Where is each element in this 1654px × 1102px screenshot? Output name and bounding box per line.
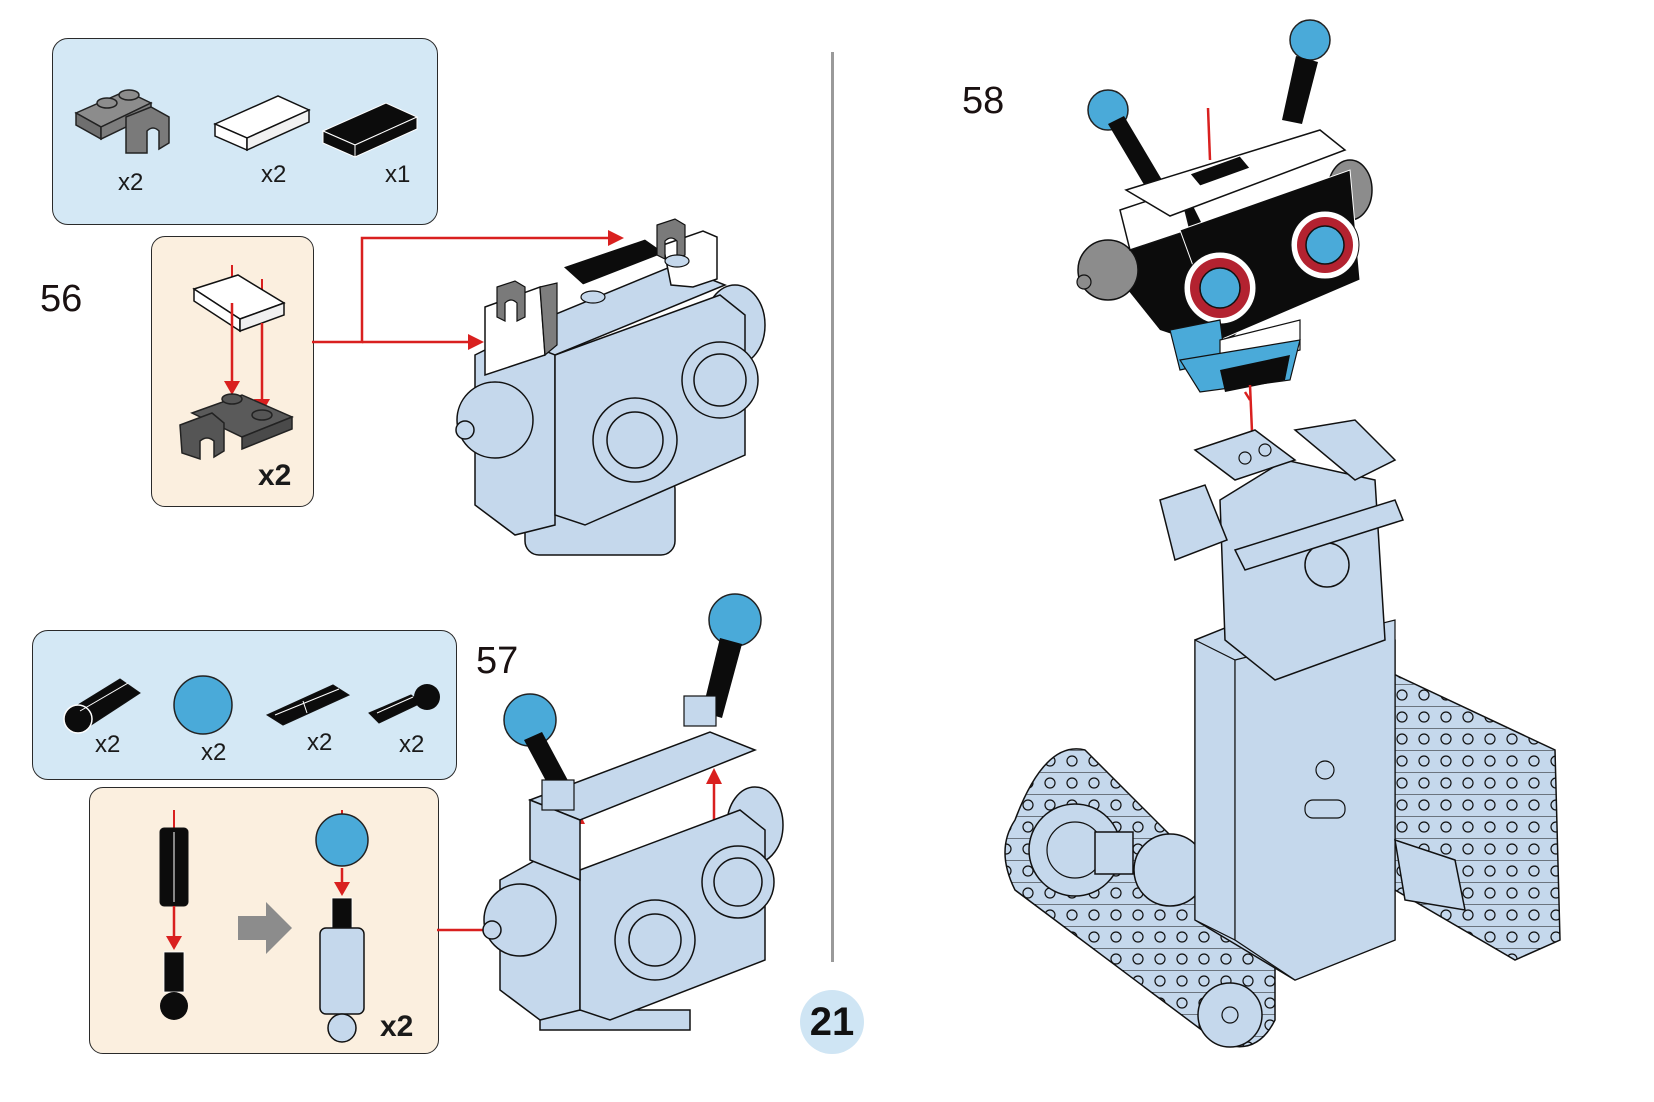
step-56-robot-head-model: [455, 218, 766, 556]
black-axle-pin-icon: [265, 684, 351, 726]
black-axle-connector-icon: [63, 678, 141, 734]
step-number-58: 58: [962, 80, 1005, 122]
page-divider: [831, 52, 834, 962]
step-58-robot-head-model: [1076, 19, 1373, 401]
sub-assembly-diagram: [179, 265, 294, 461]
part-qty: x2: [261, 161, 287, 188]
gray-next-arrow-icon: [238, 902, 292, 954]
step-57-sub-assembly: x2: [89, 787, 439, 1054]
step-number-56: 56: [40, 278, 83, 320]
step-56-connector-arrows: [312, 230, 624, 350]
step-number-57: 57: [476, 640, 519, 682]
step-57-robot-head-model: [482, 593, 784, 1031]
part-qty: x1: [385, 161, 411, 188]
step-57-parts-box: x2 x2 x2 x2: [32, 630, 457, 780]
blue-round-tile-icon: [173, 675, 233, 735]
part-qty: x2: [307, 729, 333, 756]
gray-plate-with-clip-icon: [74, 89, 170, 154]
page-number-badge: 21: [800, 990, 864, 1054]
black-tile-icon: [321, 102, 419, 158]
sub-assembly-diagram: [159, 810, 369, 1043]
white-tile-icon: [213, 95, 311, 152]
step-58-robot-body-model: [1004, 419, 1561, 1048]
part-qty: x2: [118, 169, 144, 196]
part-qty: x2: [95, 731, 121, 758]
part-qty: x2: [399, 731, 425, 758]
black-ball-pin-icon: [368, 684, 440, 724]
sub-assembly-multiplier: x2: [258, 459, 292, 492]
step-56-parts-box: x2 x2 x1: [52, 38, 438, 225]
part-qty: x2: [201, 739, 227, 766]
sub-assembly-multiplier: x2: [380, 1010, 414, 1043]
step-56-sub-assembly: x2: [151, 236, 314, 507]
